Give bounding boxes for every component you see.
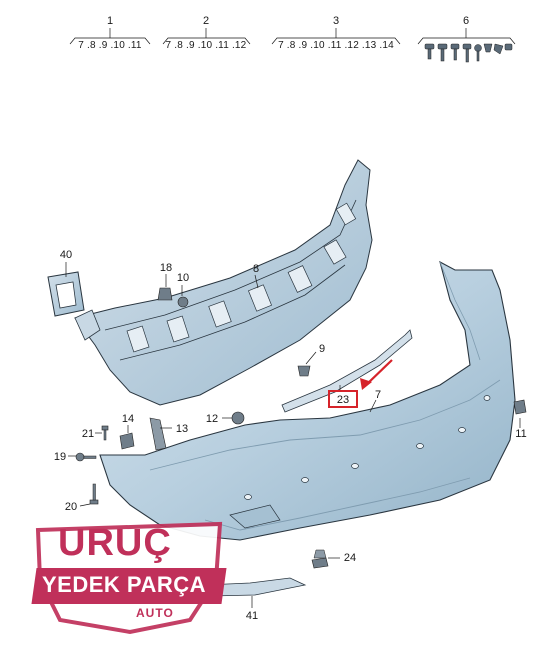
group-2: 2 7 .8 .9 .10 .11 .12	[162, 15, 251, 51]
callout-40: 40	[60, 249, 72, 261]
callout-21: 21	[82, 428, 94, 440]
group-3: 3 7 .8 .9 .10 .11 .12 .13 .14	[271, 15, 401, 51]
callout-20: 20	[65, 501, 77, 513]
group-2-sequence: 7 .8 .9 .10 .11 .12	[166, 40, 247, 51]
callout-8: 8	[253, 263, 259, 275]
callout-labels: 40 18 10 8 9 7 23 14 13 21 12 19 20 11 2…	[54, 249, 527, 622]
clip-24	[311, 549, 329, 569]
callout-9: 9	[319, 343, 325, 355]
callout-7: 7	[375, 389, 381, 401]
screw-20	[89, 483, 99, 505]
clip-11	[513, 399, 527, 415]
callout-11: 11	[515, 428, 526, 440]
callout-18: 18	[160, 262, 172, 274]
clip-18	[157, 287, 173, 301]
bracket-40	[47, 271, 85, 317]
highlight-part-23	[328, 359, 393, 408]
group-2-number: 2	[203, 15, 209, 27]
screw-19	[75, 452, 97, 462]
bracket-13	[149, 417, 167, 451]
callout-19: 19	[54, 451, 66, 463]
logo-line-1: URUÇ	[58, 522, 172, 564]
callout-10: 10	[177, 272, 189, 284]
callout-12: 12	[206, 413, 218, 425]
screw-21	[101, 425, 109, 441]
group-1-number: 1	[107, 15, 113, 27]
callout-14: 14	[122, 413, 134, 425]
trim-strip-23	[281, 329, 413, 413]
clip-9	[297, 365, 311, 377]
holder-14	[119, 432, 135, 450]
bumper-cover-7	[99, 260, 516, 541]
uruc-yedek-parca-logo: URUÇ YEDEK PARÇA AUTO	[30, 520, 230, 635]
callout-13: 13	[176, 423, 188, 435]
nut-10	[177, 296, 189, 308]
fastener-icons	[424, 43, 513, 63]
logo-line-3: AUTO	[136, 606, 174, 620]
group-3-number: 3	[333, 15, 339, 27]
group-6-number: 6	[463, 15, 469, 27]
callout-23: 23	[337, 394, 349, 406]
group-6: 6	[417, 15, 516, 63]
clip-12	[231, 411, 245, 425]
group-1: 1 7 .8 .9 .10 .11	[69, 15, 151, 51]
group-1-sequence: 7 .8 .9 .10 .11	[78, 40, 142, 51]
callout-41: 41	[246, 610, 258, 622]
callout-24: 24	[344, 552, 356, 564]
group-3-sequence: 7 .8 .9 .10 .11 .12 .13 .14	[278, 40, 394, 51]
logo-line-2: YEDEK PARÇA	[42, 572, 207, 597]
bumper-bracket-8	[74, 159, 373, 406]
leader-lines	[65, 262, 521, 608]
